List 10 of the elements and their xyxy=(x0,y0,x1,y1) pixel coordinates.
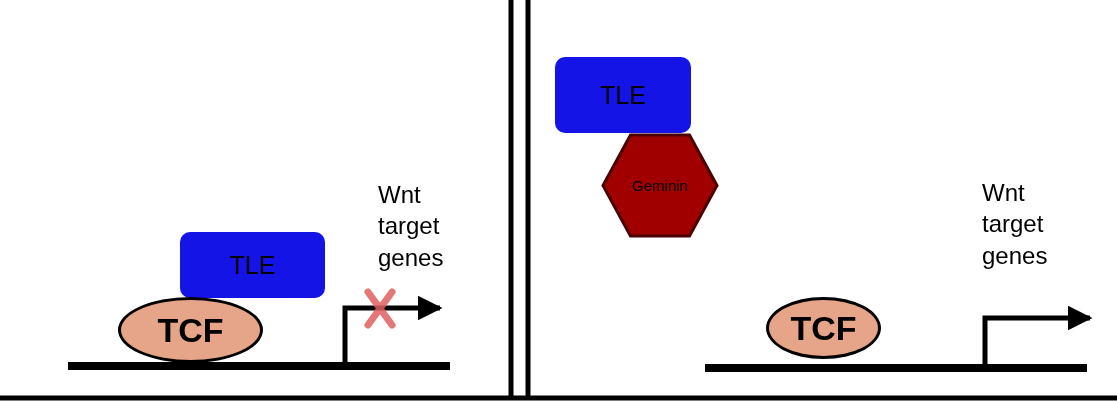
label-text: TLE xyxy=(229,249,276,281)
protein-hexagon xyxy=(601,133,719,238)
protein-box xyxy=(180,232,325,298)
protein-box xyxy=(555,57,691,133)
label-text: Geminin xyxy=(632,175,688,196)
label-text: TCF xyxy=(157,309,224,351)
label-text: TCF xyxy=(790,307,857,349)
label-text: TLE xyxy=(600,79,646,111)
label-text: Wnt target genes xyxy=(378,180,445,273)
label-text: Wnt target genes xyxy=(982,178,1049,271)
